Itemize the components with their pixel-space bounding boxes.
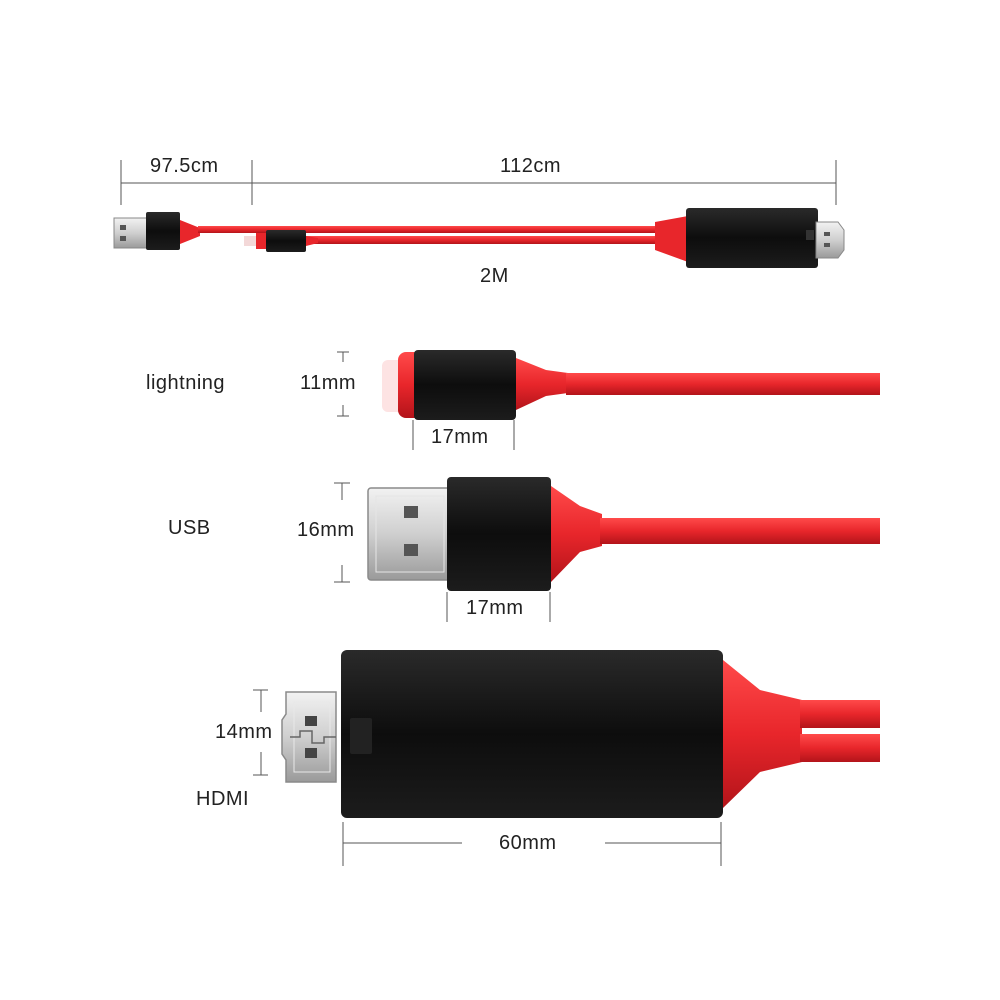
- hdmi-height: 14mm: [215, 721, 273, 743]
- lightning-connector: [382, 350, 880, 420]
- usb-width: 17mm: [466, 597, 524, 619]
- total-length: 2M: [480, 265, 509, 287]
- lightning-height: 11mm: [300, 372, 357, 394]
- usb-height: 16mm: [297, 519, 355, 541]
- hdmi-connector: [281, 650, 880, 818]
- usb-dimension-lines: [334, 482, 551, 622]
- hdmi-width: 60mm: [499, 832, 557, 854]
- lightning-width: 17mm: [431, 426, 489, 448]
- usb-segment-length: 97.5cm: [150, 155, 219, 177]
- main-segment-length: 112cm: [500, 155, 562, 177]
- lightning-dimension-lines: [337, 351, 515, 450]
- overview-dimension-lines: [120, 160, 837, 205]
- usb-connector: [367, 477, 880, 591]
- hdmi-dimension-lines: [253, 689, 722, 866]
- overview-cable: [113, 208, 845, 268]
- usb-label: USB: [168, 517, 211, 539]
- lightning-label: lightning: [146, 372, 226, 394]
- hdmi-label: HDMI: [196, 788, 250, 810]
